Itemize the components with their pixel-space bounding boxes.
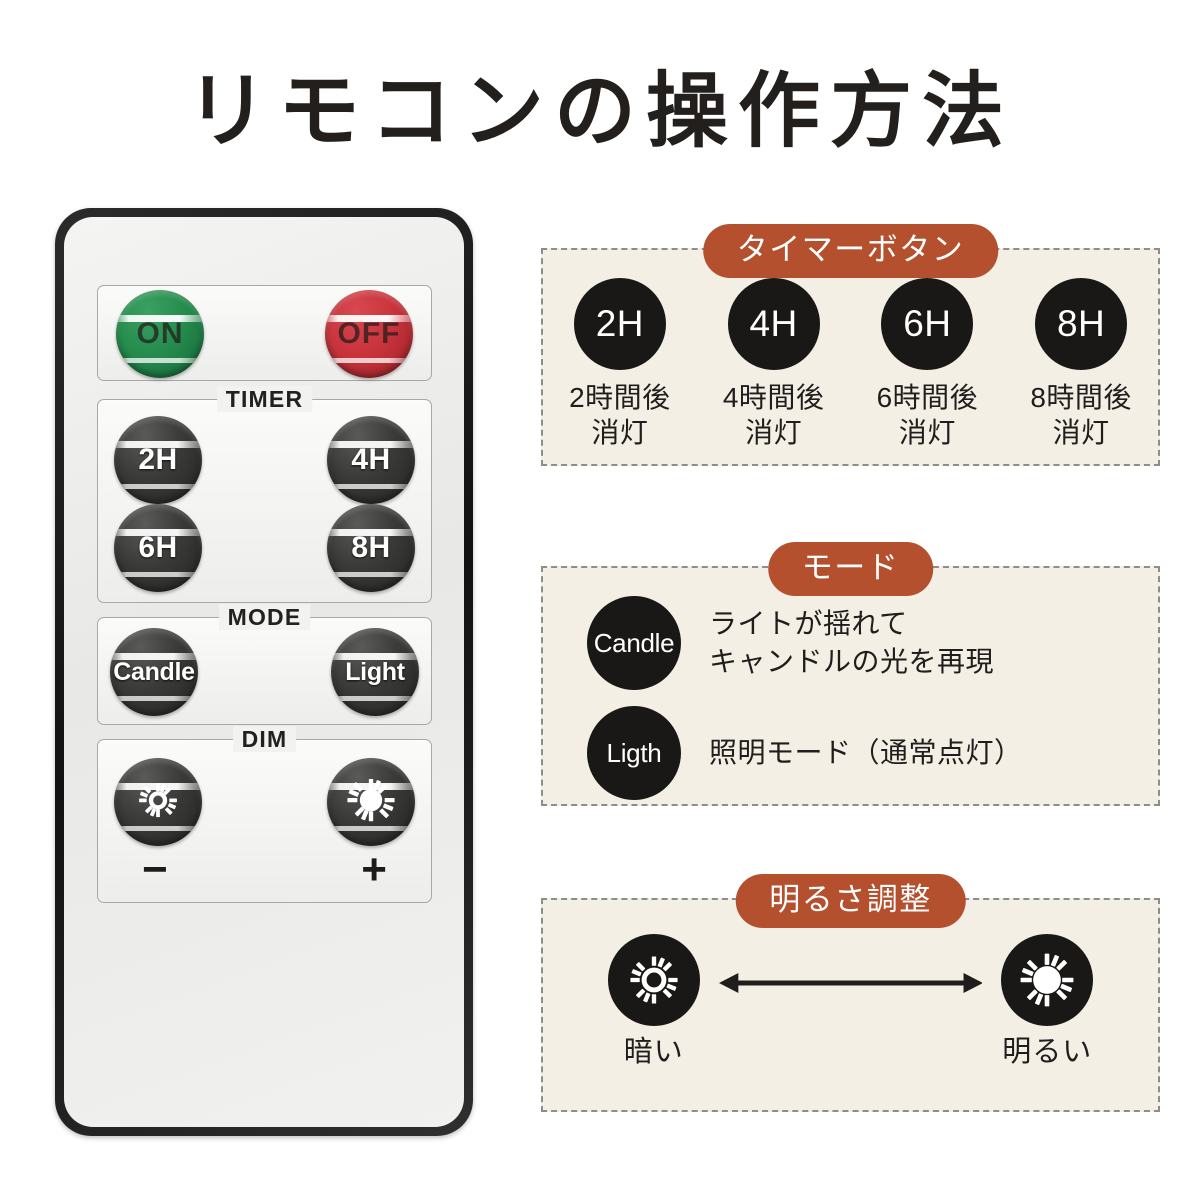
remote-mode-candle-label: Candle [113, 657, 195, 686]
timer-2h-caption: 2時間後 消灯 [569, 382, 671, 448]
mode-candle-description: ライトが揺れて キャンドルの光を再現 [709, 608, 995, 677]
remote-timer-8h-label: 8H [351, 531, 391, 564]
remote-timer-4h-label: 4H [351, 443, 391, 476]
mode-panel: モード Candle ライトが揺れて キャンドルの光を再現 Ligth 照明モー… [541, 542, 1160, 806]
timer-item: 8H 8時間後 消灯 [1016, 278, 1146, 450]
timer-8h-icon[interactable]: 8H [1035, 278, 1128, 370]
gloss-highlight [327, 572, 415, 578]
gloss-highlight [114, 484, 202, 490]
timer-8h-caption: 8時間後 消灯 [1030, 382, 1132, 448]
brightness-panel-badge: 明るさ調整 [735, 874, 966, 928]
remote-power-group: ON OFF [97, 285, 432, 381]
remote-mode-candle-button[interactable]: Candle [110, 628, 198, 716]
mode-row: Candle ライトが揺れて キャンドルの光を再現 [587, 596, 1023, 690]
timer-item: 4H 4時間後 消灯 [709, 278, 839, 450]
remote-control-image: ON OFF TIMER 2H 4H [55, 208, 473, 1136]
remote-dim-minus-sign: − [142, 845, 168, 894]
remote-dim-section-label: DIM [232, 726, 297, 752]
remote-timer-group: TIMER 2H 4H 6H [97, 386, 432, 603]
gloss-highlight [110, 696, 198, 702]
sun-large-icon [1020, 953, 1074, 1007]
remote-dim-group: DIM [97, 726, 432, 903]
remote-off-label: OFF [337, 317, 401, 350]
remote-timer-6h-button[interactable]: 6H [114, 504, 202, 592]
remote-dim-up-button[interactable] [327, 758, 415, 846]
gloss-highlight [116, 358, 204, 364]
remote-on-button[interactable]: ON [116, 290, 204, 378]
remote-mode-light-button[interactable]: Light [331, 628, 419, 716]
gloss-highlight [327, 484, 415, 490]
remote-timer-section-label: TIMER [216, 386, 313, 412]
remote-timer-2h-button[interactable]: 2H [114, 416, 202, 504]
brightness-dark-caption: 暗い [623, 1036, 684, 1068]
double-arrow-icon [718, 973, 983, 993]
brightness-panel: 明るさ調整 [541, 874, 1160, 1112]
remote-off-button[interactable]: OFF [325, 290, 413, 378]
remote-timer-2h-label: 2H [138, 443, 178, 476]
mode-light-description: 照明モード（通常点灯） [709, 737, 1023, 768]
mode-panel-badge: モード [767, 542, 934, 596]
remote-timer-6h-label: 6H [138, 531, 178, 564]
remote-timer-8h-button[interactable]: 8H [327, 504, 415, 592]
brightness-bright-caption: 明るい [1002, 1036, 1093, 1068]
timer-2h-icon[interactable]: 2H [573, 278, 666, 370]
mode-light-icon[interactable]: Ligth [587, 706, 681, 800]
remote-dim-plus-sign: + [361, 845, 387, 894]
brightness-dark-circle[interactable] [607, 934, 700, 1026]
gloss-highlight [114, 572, 202, 578]
timer-item: 6H 6時間後 消灯 [862, 278, 992, 450]
timer-panel-badge: タイマーボタン [702, 224, 999, 278]
timer-panel: タイマーボタン 2H 2時間後 消灯 4H 4時間後 消灯 6H 6時間後 消灯… [541, 224, 1160, 466]
mode-candle-icon[interactable]: Candle [587, 596, 681, 690]
remote-timer-4h-button[interactable]: 4H [327, 416, 415, 504]
sun-small-icon [630, 956, 678, 1004]
timer-item: 2H 2時間後 消灯 [555, 278, 685, 450]
brightness-row: 暗い [543, 934, 1158, 1070]
brightness-arrow [707, 970, 995, 1001]
remote-dim-down-button[interactable] [114, 758, 202, 846]
timer-6h-icon[interactable]: 6H [881, 278, 974, 370]
brightness-bright-circle[interactable] [1001, 934, 1094, 1026]
page-title: リモコンの操作方法 [185, 66, 1014, 157]
remote-mode-section-label: MODE [218, 604, 311, 630]
timer-4h-icon[interactable]: 4H [727, 278, 820, 370]
mode-row: Ligth 照明モード（通常点灯） [587, 706, 1023, 800]
remote-mode-group: MODE Candle Light [97, 604, 432, 725]
timer-6h-caption: 6時間後 消灯 [876, 382, 979, 448]
brightness-bright-item: 明るい [994, 934, 1100, 1070]
gloss-highlight [325, 358, 413, 364]
brightness-dark-item: 暗い [601, 934, 707, 1070]
timer-4h-caption: 4時間後 消灯 [722, 382, 825, 448]
sun-small-icon [139, 783, 177, 818]
sun-large-icon [347, 779, 395, 822]
timer-item-list: 2H 2時間後 消灯 4H 4時間後 消灯 6H 6時間後 消灯 8H 8時間後… [543, 278, 1158, 450]
remote-face: ON OFF TIMER 2H 4H [64, 217, 464, 1127]
remote-on-label: ON [136, 317, 184, 350]
mode-row-list: Candle ライトが揺れて キャンドルの光を再現 Ligth 照明モード（通常… [587, 596, 1023, 800]
gloss-highlight [331, 696, 419, 702]
remote-mode-light-label: Light [345, 657, 405, 686]
